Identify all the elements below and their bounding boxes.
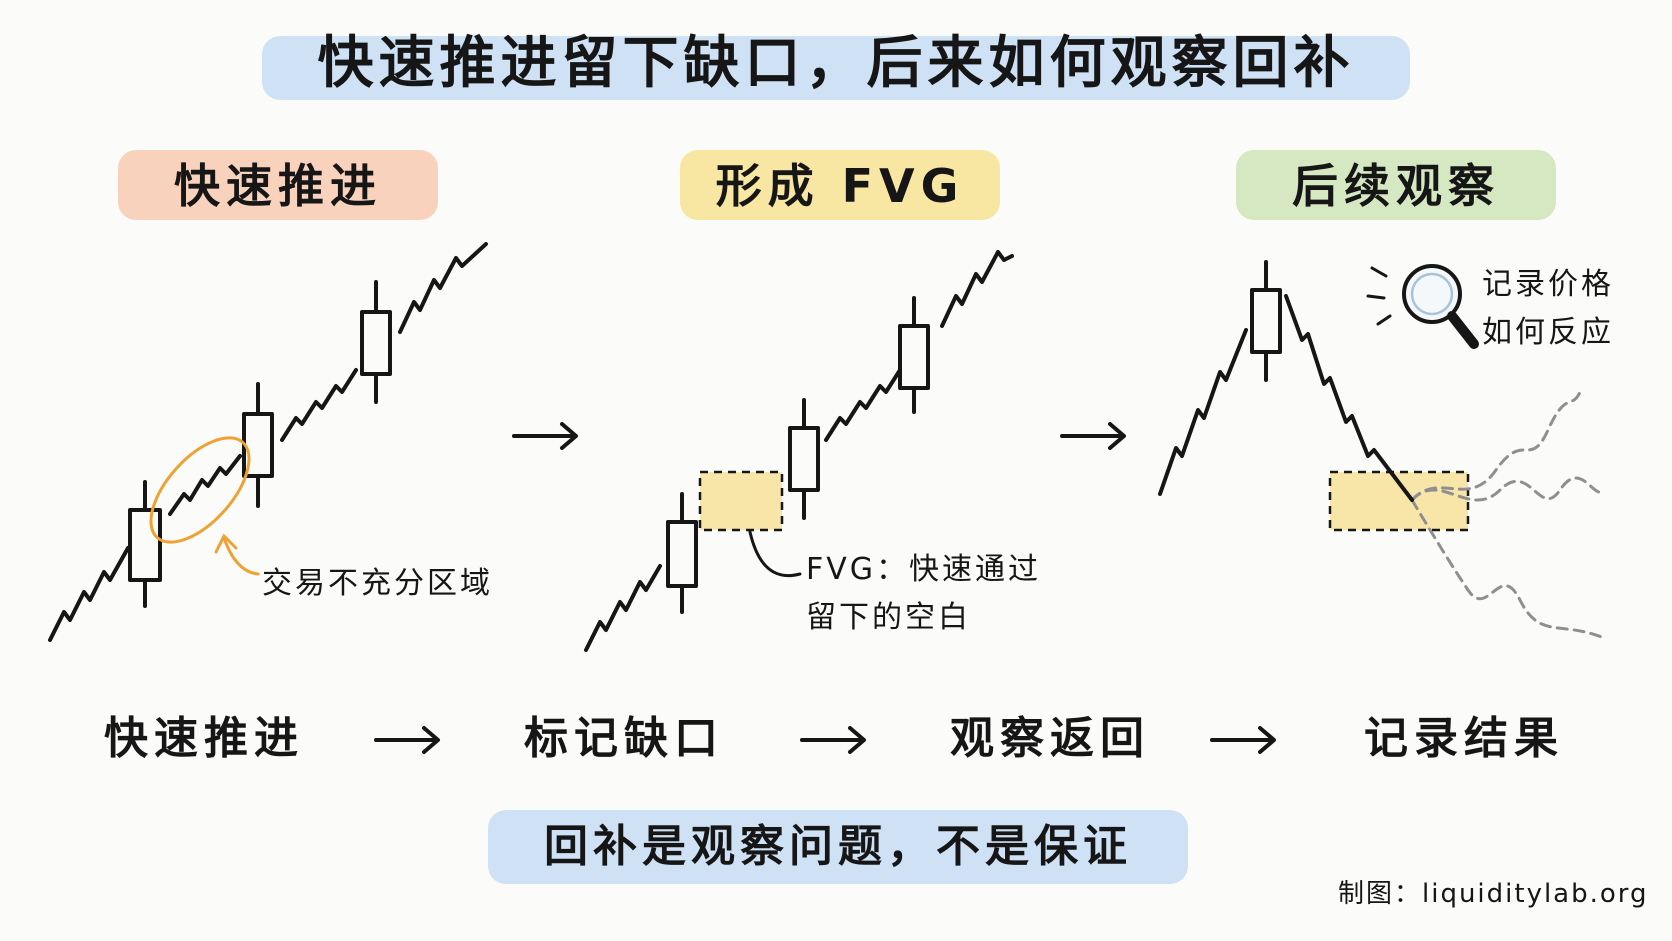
arrow-right-icon: [512, 422, 578, 450]
panel3-title: 后续观察: [1292, 159, 1500, 213]
page-title: 快速推进留下缺口，后来如何观察回补: [317, 31, 1355, 96]
possible-path-down: [1410, 498, 1606, 640]
panel2-title: 形成 FVG: [715, 159, 965, 213]
panel1-price-zigzag-low: [48, 546, 130, 642]
panel2-annotation-line2: 留下的空白: [806, 600, 971, 635]
candlestick-icon: [788, 398, 820, 520]
candlestick-icon: [360, 280, 392, 404]
panel2-annotation-line1: FVG：快速通过: [806, 552, 1042, 587]
panel1-orange-highlight: [149, 436, 260, 576]
possible-path-sideways: [1410, 476, 1604, 502]
candlestick-icon: [128, 480, 162, 608]
panel1-title-highlight: [118, 150, 438, 220]
panel1-price-zigzag-mid: [168, 454, 242, 516]
panel1-annotation: 交易不充分区域: [262, 566, 493, 601]
title-highlight: [262, 36, 1410, 100]
panel1-price-zigzag-top: [398, 242, 488, 334]
arrow-right-icon: [1210, 726, 1276, 754]
panel2-chart: [584, 250, 1014, 652]
magnifier-icon: [1366, 264, 1479, 349]
panel3-annotation-line1: 记录价格: [1482, 267, 1614, 302]
panel2-title-highlight: [680, 150, 1000, 220]
flow-step-2: 标记缺口: [524, 713, 724, 764]
panel1-title: 快速推进: [174, 159, 382, 213]
candlestick-icon: [1250, 260, 1282, 382]
arrow-right-icon: [374, 726, 440, 754]
candlestick-icon: [666, 492, 698, 614]
arrow-right-icon: [800, 726, 866, 754]
flow-step-3: 观察返回: [950, 713, 1150, 764]
panel3-annotation-line2: 如何反应: [1482, 315, 1614, 350]
bottom-note: 回补是观察问题，不是保证: [544, 821, 1132, 872]
possible-path-up: [1410, 390, 1582, 502]
panel1-chart: [48, 242, 488, 642]
flow-step-1: 快速推进: [104, 713, 304, 764]
panel3-title-highlight: [1236, 150, 1556, 220]
arrow-right-icon: [1060, 422, 1126, 450]
bottom-note-highlight: [488, 810, 1188, 884]
panel2-leader-line: [748, 530, 802, 578]
credit-text: 制图：liquiditylab.org: [1338, 879, 1649, 909]
panel3-chart: [1158, 260, 1606, 640]
panel1-price-zigzag-upper: [280, 368, 358, 442]
candlestick-icon: [898, 296, 930, 414]
fvg-zone: [698, 470, 784, 532]
flow-step-4: 记录结果: [1364, 713, 1564, 764]
candlestick-icon: [242, 382, 274, 508]
